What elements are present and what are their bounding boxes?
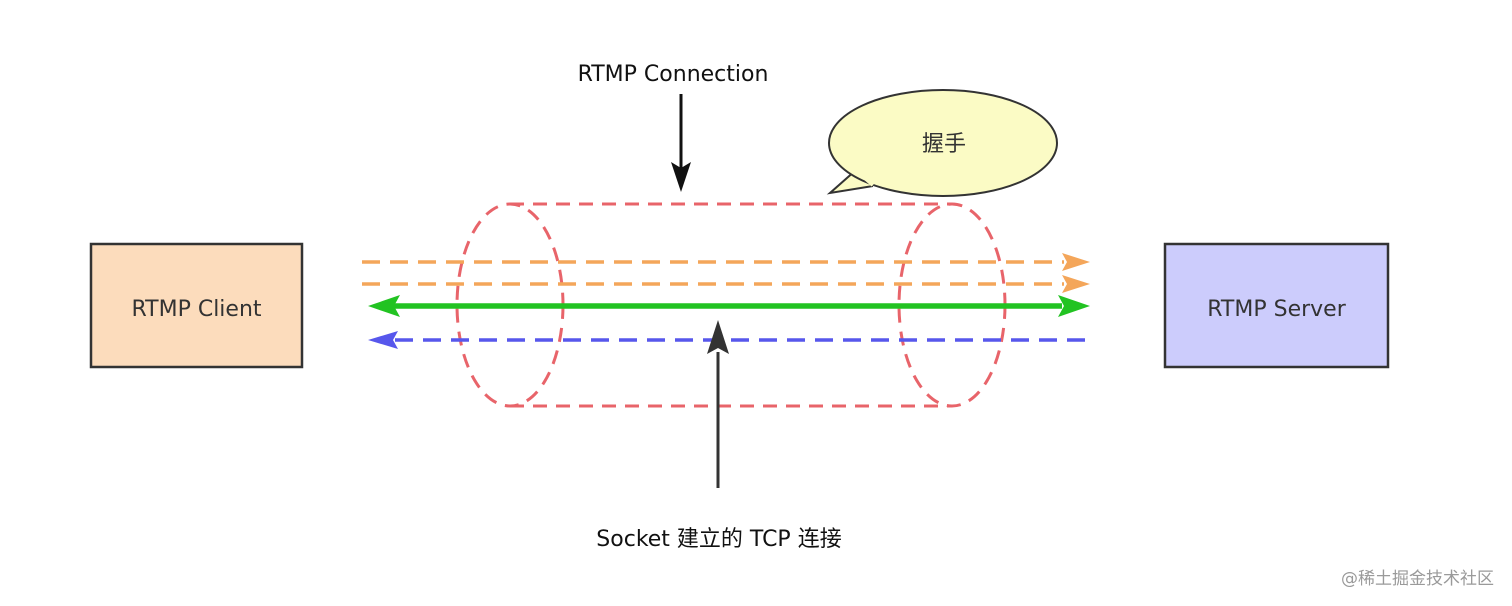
- handshake-bubble-join: [855, 169, 875, 187]
- rtmp-client-label: RTMP Client: [131, 297, 261, 322]
- connection-pointer: RTMP Connection: [578, 62, 769, 192]
- handshake-label: 握手: [922, 132, 966, 157]
- rtmp-client-node: RTMP Client: [89, 242, 304, 369]
- socket-pointer-arrowhead: [707, 320, 729, 354]
- socket-tcp-label: Socket 建立的 TCP 连接: [596, 527, 841, 552]
- rtmp-server-label: RTMP Server: [1207, 297, 1346, 322]
- green-arrowhead-left: [368, 295, 400, 317]
- green-bidirectional-arrow: [368, 295, 1090, 317]
- rtmp-server-node: RTMP Server: [1163, 242, 1390, 369]
- handshake-bubble-body: [828, 89, 1058, 197]
- socket-pointer: Socket 建立的 TCP 连接: [596, 320, 842, 552]
- blue-arrowhead: [368, 331, 398, 349]
- orange-arrowhead-2: [1062, 275, 1090, 293]
- handshake-bubble: 握手: [826, 89, 1058, 197]
- blue-dashed-arrow: [368, 331, 1085, 349]
- rtmp-server-box: [1163, 242, 1390, 369]
- handshake-bubble-tail: [826, 169, 874, 195]
- orange-dashed-arrows: [362, 253, 1090, 293]
- green-arrowhead-right: [1058, 295, 1090, 317]
- rtmp-connection-label: RTMP Connection: [578, 62, 769, 87]
- orange-arrowhead-1: [1062, 253, 1090, 271]
- connection-pointer-arrowhead: [671, 162, 691, 192]
- watermark-text: @稀土掘金技术社区: [1341, 569, 1494, 589]
- rtmp-client-box: [89, 242, 304, 369]
